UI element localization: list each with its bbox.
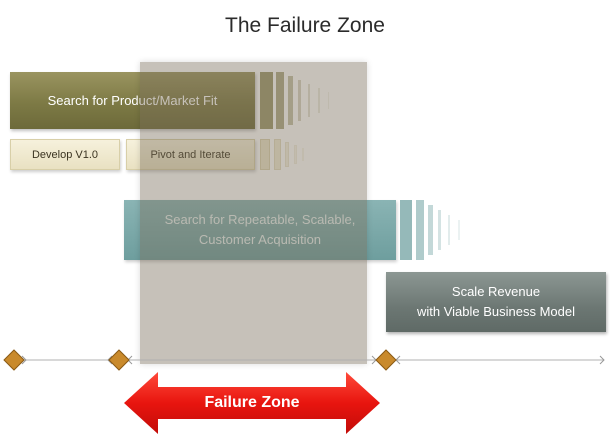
pivot-iterate-box: Pivot and Iterate [126, 139, 255, 170]
milestone-diamond-icon [375, 349, 397, 371]
failure-zone-label: Failure Zone [204, 394, 300, 411]
failure-zone-overlay [140, 62, 367, 364]
scale-revenue-box: Scale Revenue with Viable Business Model [386, 272, 606, 332]
double-arrow-icon [124, 372, 380, 434]
customer-acquisition-line1: Search for Repeatable, Scalable, [164, 212, 356, 227]
scale-revenue-line1: Scale Revenue [451, 284, 541, 299]
customer-acquisition-box: Search for Repeatable, Scalable, Custome… [124, 200, 396, 260]
milestone-diamond-icon [3, 349, 25, 371]
product-market-fit-box: Search for Product/Market Fit [10, 72, 255, 129]
customer-acquisition-line2: Customer Acquisition [198, 232, 322, 247]
milestone-diamond-icon [108, 349, 130, 371]
timeline [3, 349, 605, 371]
timeline-left-arrow-icon [107, 355, 113, 365]
page-title: The Failure Zone [225, 14, 385, 37]
scale-revenue-line2: with Viable Business Model [416, 304, 575, 319]
develop-box: Develop V1.0 [10, 139, 120, 170]
